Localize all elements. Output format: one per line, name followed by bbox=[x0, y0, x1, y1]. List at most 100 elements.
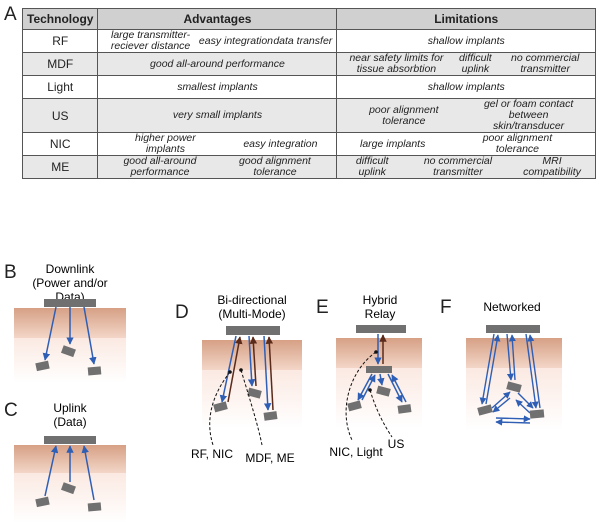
panel-c-title-line2: (Data) bbox=[53, 415, 86, 429]
relay-device bbox=[366, 366, 392, 373]
external-transmitter bbox=[44, 299, 96, 307]
implant-device bbox=[247, 387, 262, 399]
implant-device bbox=[376, 385, 391, 397]
tissue-layer bbox=[202, 340, 302, 370]
technology-cell: NIC bbox=[21, 132, 99, 156]
network-arrow bbox=[525, 333, 539, 409]
network-arrow bbox=[508, 334, 516, 381]
header-technology: Technology bbox=[21, 8, 99, 30]
advantage-item: easy integration bbox=[198, 34, 274, 47]
implant-device bbox=[506, 381, 522, 393]
advantage-item: higher power implants bbox=[135, 132, 196, 155]
limitation-item: no commercial transmitter bbox=[511, 52, 580, 75]
leader-line bbox=[209, 371, 231, 446]
limitations-items: near safety limits for tissue absorbtion… bbox=[341, 53, 591, 75]
implant-device bbox=[477, 404, 493, 416]
uplink-arrow bbox=[249, 336, 258, 387]
network-arrow bbox=[515, 399, 531, 414]
external-transceiver bbox=[226, 326, 280, 335]
implant-device bbox=[347, 400, 362, 412]
external-receiver bbox=[44, 436, 96, 444]
relay-arrow bbox=[387, 373, 403, 403]
table-header-row: Technology Advantages Limitations bbox=[21, 8, 596, 30]
leader-dot bbox=[368, 388, 372, 392]
header-limitations: Limitations bbox=[336, 8, 596, 30]
relay-arrow bbox=[361, 374, 376, 401]
limitations-cell: near safety limits for tissue absorbtion… bbox=[336, 52, 596, 76]
advantage-item: smallest implants bbox=[177, 80, 258, 93]
implant-device bbox=[60, 482, 76, 495]
relay-arrow bbox=[377, 373, 385, 386]
network-arrow bbox=[506, 333, 514, 381]
implant-device bbox=[35, 360, 50, 372]
advantages-cell: good all-around performance good alignmen… bbox=[97, 155, 338, 179]
limitations-cell: shallow implants bbox=[336, 75, 596, 99]
limitations-items: shallow implants bbox=[341, 34, 591, 47]
panel-e-label-nic-light: NIC, Light bbox=[329, 445, 383, 459]
panel-b-title-line1: Downlink bbox=[46, 262, 96, 276]
panel-e-title-line1: Hybrid bbox=[363, 293, 398, 307]
advantage-item: good all-around performance bbox=[123, 155, 197, 178]
downlink-arrow bbox=[42, 306, 57, 361]
network-arrow bbox=[479, 333, 495, 405]
implant-device bbox=[263, 411, 278, 421]
network-arrow bbox=[485, 334, 501, 405]
advantages-items: good all-around performance bbox=[102, 57, 332, 70]
uplink-arrow bbox=[227, 336, 243, 403]
advantage-item: good all-around performance bbox=[150, 57, 285, 70]
leader-line bbox=[240, 369, 263, 446]
limitation-item: shallow implants bbox=[427, 80, 505, 93]
network-arrow bbox=[517, 392, 534, 409]
network-arrow bbox=[495, 415, 531, 423]
advantages-items: very small implants bbox=[102, 110, 332, 121]
panel-c-uplink: Uplink (Data) bbox=[14, 401, 126, 523]
uplink-arrow bbox=[265, 336, 274, 411]
limitation-item: shallow implants bbox=[427, 34, 505, 47]
advantage-item: good alignment tolerance bbox=[239, 155, 311, 178]
implant-device bbox=[35, 496, 50, 508]
panel-c-title-line1: Uplink bbox=[53, 401, 87, 415]
panel-b-title-line2: (Power and/or bbox=[32, 276, 107, 290]
implant-device bbox=[213, 401, 228, 413]
implant-device bbox=[87, 366, 102, 376]
limitations-items: large implants poor alignment tolerance bbox=[341, 133, 591, 155]
leader-dot bbox=[228, 370, 232, 374]
advantages-cell: large transmitter-reciever distance easy … bbox=[97, 29, 338, 53]
deep-tissue bbox=[466, 368, 562, 430]
advantages-cell: good all-around performance bbox=[97, 52, 338, 76]
advantage-item: large transmitter-reciever distance bbox=[110, 29, 191, 52]
downlink-arrow bbox=[247, 335, 256, 387]
limitation-item: poor alignment tolerance bbox=[482, 132, 553, 155]
limitation-item: large implants bbox=[359, 137, 426, 150]
panel-d-title-line1: Bi-directional bbox=[217, 293, 286, 307]
leader-line bbox=[345, 351, 377, 441]
advantages-items: smallest implants bbox=[102, 80, 332, 93]
limitation-item: near safety limits for tissue absorbtion bbox=[349, 52, 444, 75]
network-arrow bbox=[492, 397, 511, 413]
external-transceiver bbox=[356, 325, 406, 333]
tissue-layer bbox=[336, 338, 422, 368]
deep-tissue bbox=[336, 368, 422, 428]
panel-label-a: A bbox=[4, 4, 17, 25]
network-arrow bbox=[527, 334, 541, 409]
implant-device bbox=[529, 409, 545, 419]
panel-e-title-line2: Relay bbox=[365, 307, 396, 321]
uplink-arrow bbox=[44, 445, 59, 497]
limitations-items: shallow implants bbox=[341, 80, 591, 93]
advantages-cell: smallest implants bbox=[97, 75, 338, 99]
leader-dot bbox=[374, 350, 378, 354]
advantage-item: data transfer bbox=[273, 34, 333, 47]
advantages-items: large transmitter-reciever distance easy … bbox=[102, 30, 332, 52]
panel-d-label-mdf-me: MDF, ME bbox=[245, 451, 294, 465]
panel-label-e: E bbox=[316, 297, 329, 318]
advantage-item: very small implants bbox=[172, 109, 263, 121]
